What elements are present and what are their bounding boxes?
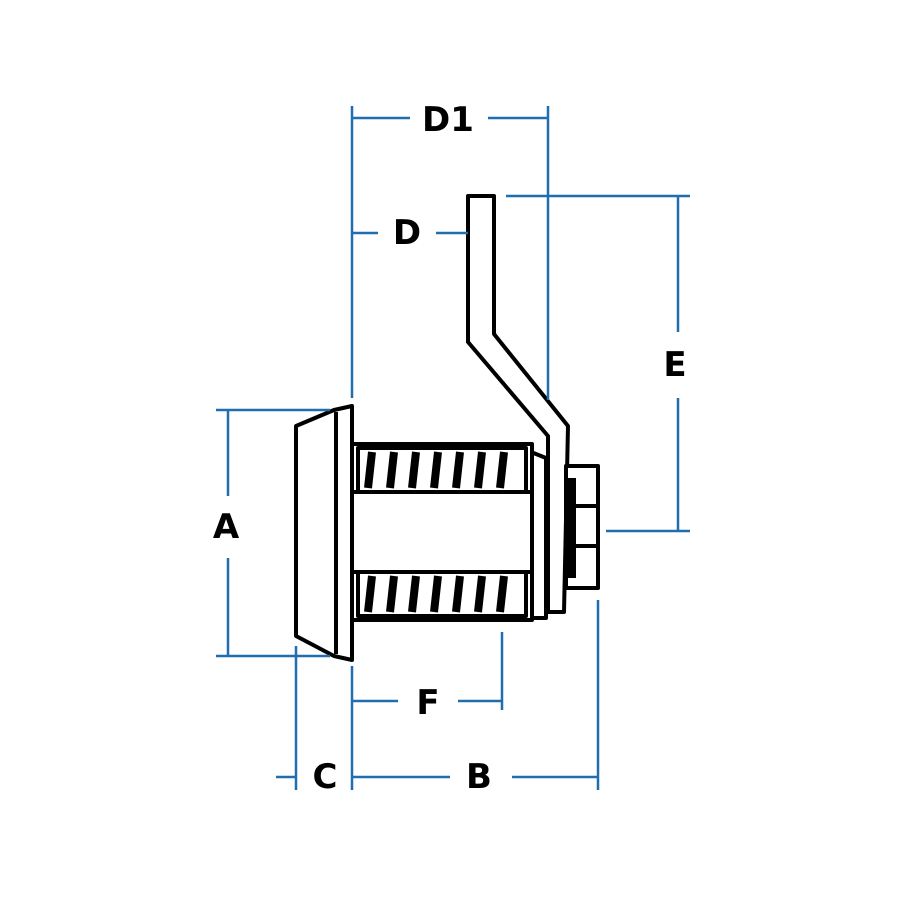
face-flange xyxy=(294,404,354,662)
dimension-a xyxy=(216,408,330,658)
label-a: A xyxy=(213,507,240,547)
label-c: C xyxy=(313,757,338,797)
label-d1: D1 xyxy=(422,100,474,140)
label-b: B xyxy=(466,757,492,797)
dimension-lines xyxy=(216,106,690,790)
cam-arm xyxy=(466,194,570,614)
dimension-d1 xyxy=(350,106,550,400)
dimension-labels: D1 D E A F C B xyxy=(213,100,687,797)
cam-lock-drawing xyxy=(294,194,600,662)
label-d: D xyxy=(393,213,421,253)
upper-threads xyxy=(364,451,508,489)
threaded-body xyxy=(350,442,534,622)
lower-threads xyxy=(364,575,508,613)
dimension-c xyxy=(276,646,298,790)
nut xyxy=(564,464,600,590)
label-f: F xyxy=(416,683,439,723)
dimension-f xyxy=(350,632,504,790)
dimension-b xyxy=(352,600,600,790)
dimension-e xyxy=(506,194,690,533)
label-e: E xyxy=(663,345,686,385)
